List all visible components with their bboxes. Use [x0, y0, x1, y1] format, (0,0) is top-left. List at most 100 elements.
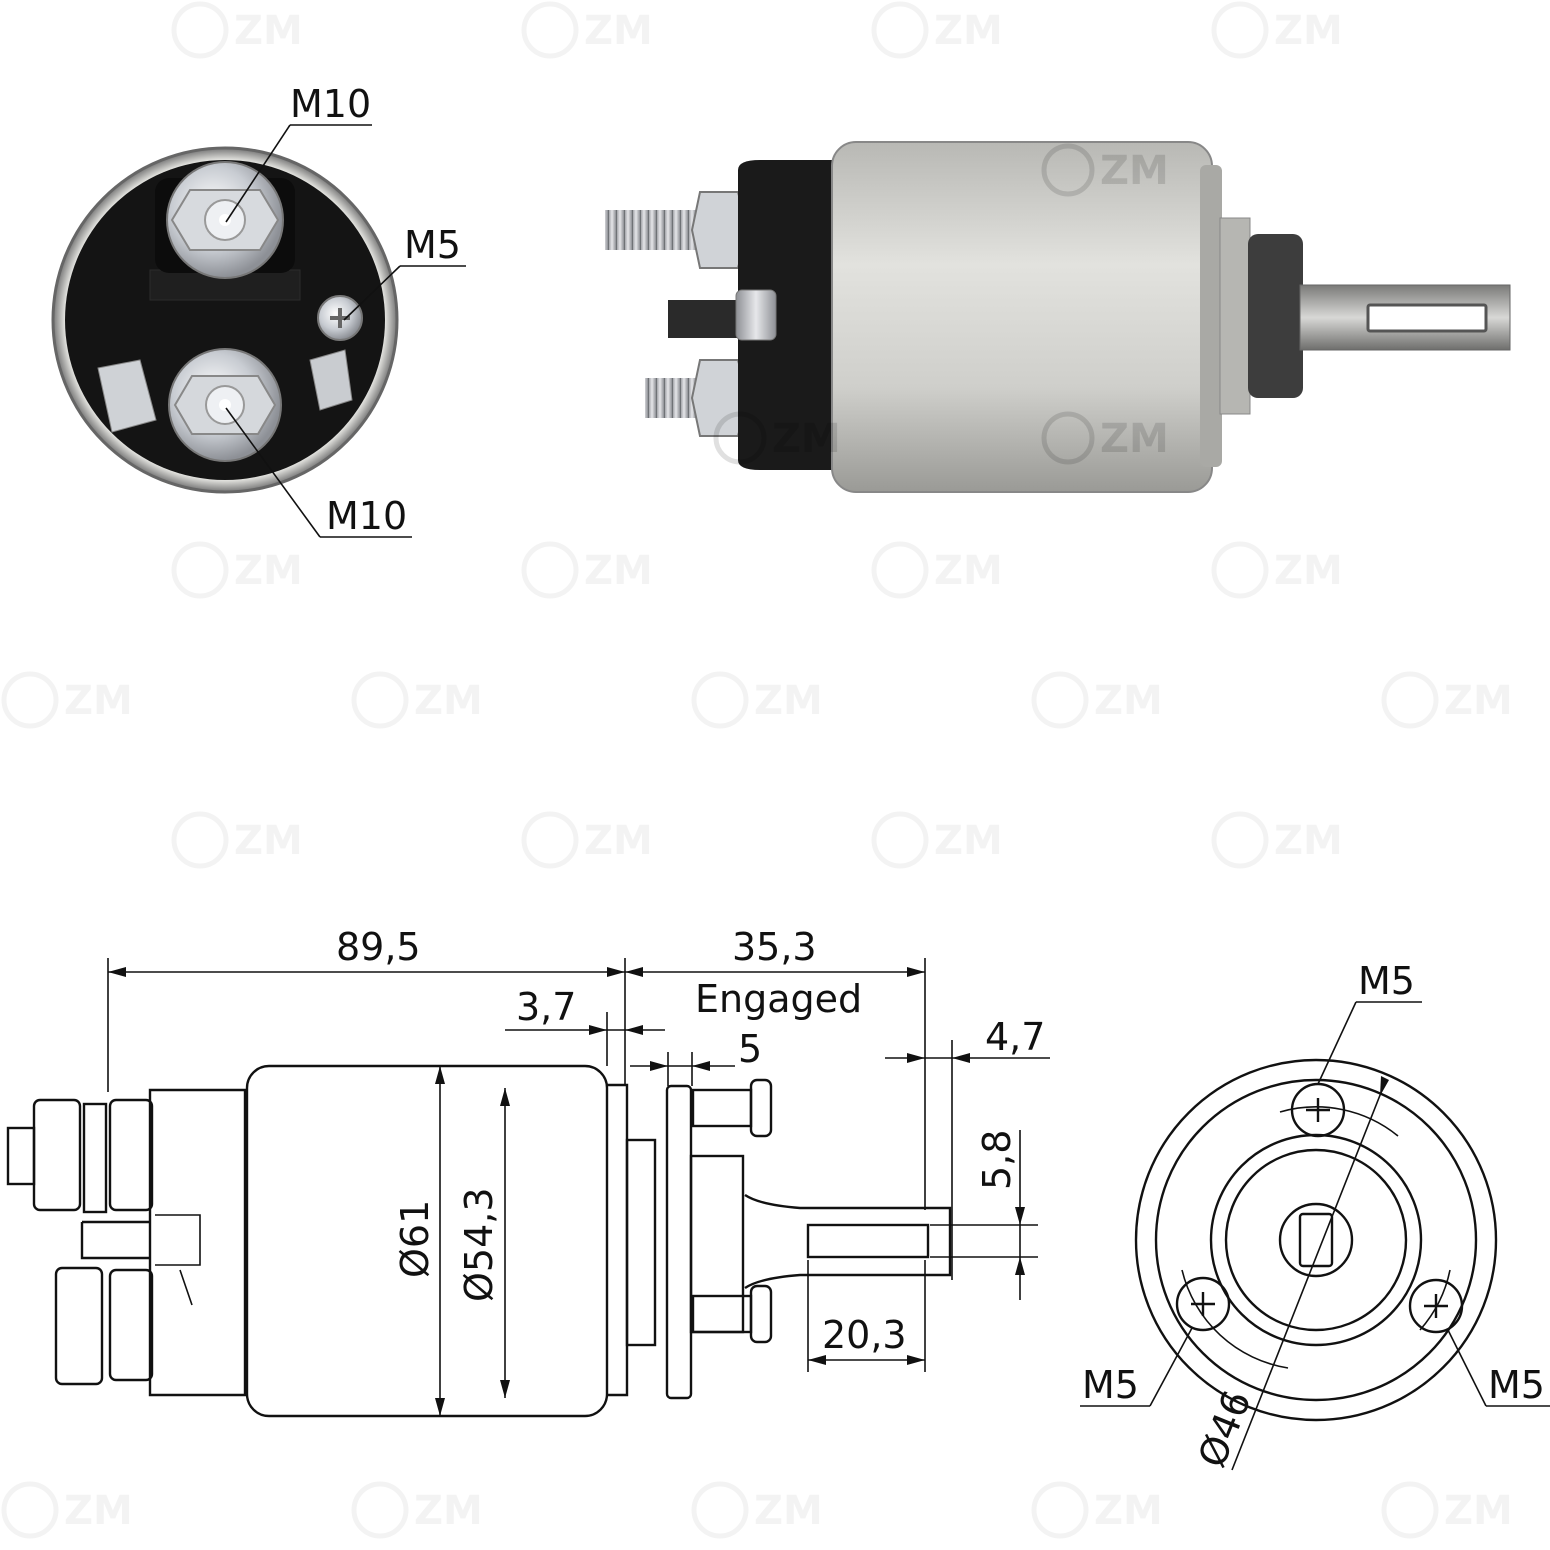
- watermark-emblem-icon: [1031, 1481, 1089, 1539]
- nose-step-2: [689, 1154, 745, 1334]
- watermark-emblem-icon: [1031, 671, 1089, 729]
- watermark-emblem-icon: [1, 1481, 59, 1539]
- watermark-emblem-icon: [871, 811, 929, 869]
- watermark: ZM: [351, 671, 483, 729]
- watermark: ZM: [1381, 671, 1513, 729]
- watermark: ZM: [1381, 1481, 1513, 1539]
- watermark-text: ZM: [234, 548, 303, 594]
- nose-step-1: [625, 1138, 657, 1347]
- watermark-emblem-icon: [521, 811, 579, 869]
- body-watermark: ZM: [713, 411, 841, 465]
- bottom-lug: [97, 359, 157, 433]
- watermark-text: ZM: [1444, 678, 1513, 724]
- upper-screw-thread: [691, 1088, 753, 1128]
- body-circle: [1154, 1078, 1478, 1402]
- dim-flange-thickness: 5: [738, 1027, 762, 1071]
- watermark-text: ZM: [1094, 1488, 1163, 1534]
- watermark-emblem-icon: [1211, 541, 1269, 599]
- boss-outer: [1209, 1133, 1423, 1347]
- watermark: ZM: [171, 1, 303, 59]
- watermark-text: ZM: [1444, 1488, 1513, 1534]
- black-cap: [738, 160, 840, 470]
- flange-plate: [665, 1084, 693, 1400]
- watermark-emblem-icon: [691, 1481, 749, 1539]
- dim-tip-offset: 4,7: [985, 1015, 1045, 1059]
- bolt-circle-arc: [1181, 1269, 1289, 1369]
- dim-slot-length: 20,3: [822, 1313, 907, 1357]
- small-terminal-label: M5: [404, 223, 461, 267]
- watermark-text: ZM: [584, 818, 653, 864]
- watermark-text: ZM: [754, 678, 823, 724]
- watermark-text: ZM: [64, 1488, 133, 1534]
- watermark-text: ZM: [934, 818, 1003, 864]
- watermark-text: ZM: [234, 818, 303, 864]
- dim-body-diameter: Ø61: [393, 1200, 437, 1278]
- small-terminal-tab: [80, 1220, 150, 1260]
- bolt-circle-diameter-label: Ø46: [1190, 1384, 1260, 1473]
- screw-left: [1175, 1276, 1231, 1332]
- dim-inner-diameter: Ø54,3: [457, 1187, 501, 1302]
- watermark-emblem-icon: [521, 1, 579, 59]
- watermark: ZM: [691, 1481, 823, 1539]
- nut-bottom-right: [108, 1268, 154, 1382]
- left-screw-leader: [1149, 1327, 1193, 1407]
- plunger-flat: [1298, 1212, 1334, 1268]
- arrow-icon: [589, 1025, 643, 1035]
- watermark: ZM: [1, 671, 133, 729]
- watermark-emblem-icon: [1381, 671, 1439, 729]
- drawing-side-view: 89,5 35,3 Engaged 3,7 5 4,7 5,8 20,3: [6, 925, 1050, 1418]
- small-terminal-screw: [735, 289, 777, 341]
- body-watermark: ZM: [1041, 143, 1169, 197]
- watermark-text: ZM: [1094, 678, 1163, 724]
- watermark-emblem-icon: [351, 1481, 409, 1539]
- stud-top: [6, 1126, 36, 1186]
- nut-top-left: [32, 1098, 82, 1212]
- bottom-stud-center: [219, 399, 231, 411]
- watermark: ZM: [1211, 541, 1343, 599]
- watermark-text: ZM: [934, 548, 1003, 594]
- right-screw-label: M5: [1488, 1363, 1545, 1407]
- watermark: ZM: [1031, 1481, 1163, 1539]
- boss-inner: [1224, 1148, 1408, 1332]
- watermark: ZM: [521, 1, 653, 59]
- watermark-emblem-icon: [1041, 411, 1095, 465]
- bottom-terminal-label: M10: [326, 494, 407, 538]
- watermark-text: ZM: [754, 1488, 823, 1534]
- watermark-emblem-icon: [171, 541, 229, 599]
- body-watermark: ZM: [1041, 411, 1169, 465]
- watermark-emblem-icon: [691, 671, 749, 729]
- top-terminal-leader: [225, 124, 291, 223]
- watermark-text: ZM: [64, 678, 133, 724]
- watermark: ZM: [171, 541, 303, 599]
- drawing-end-view: Ø46 M5 M5 M5: [1080, 959, 1550, 1473]
- shaft-circle: [1278, 1202, 1354, 1278]
- watermark: ZM: [171, 811, 303, 869]
- watermark: ZM: [871, 1, 1003, 59]
- watermark-emblem-icon: [1211, 1, 1269, 59]
- top-screw-leader: [1317, 1001, 1357, 1085]
- watermark-emblem-icon: [171, 811, 229, 869]
- watermark-emblem-icon: [1381, 1481, 1439, 1539]
- watermark-text: ZM: [584, 548, 653, 594]
- plunger-slot: [1366, 303, 1488, 333]
- watermark-emblem-icon: [351, 671, 409, 729]
- body-outline: [245, 1064, 609, 1418]
- body-end-ring: [1200, 165, 1222, 467]
- dim-slot-width: 5,8: [975, 1130, 1019, 1190]
- small-lug: [309, 349, 353, 411]
- screw-right-cross-icon: [1424, 1294, 1448, 1318]
- arrow-icon: [907, 1053, 970, 1063]
- bolt-circle-arc: [1279, 1106, 1399, 1137]
- dim-gap: 3,7: [516, 985, 576, 1029]
- watermark-emblem-icon: [521, 541, 579, 599]
- bottom-terminal: [97, 348, 282, 462]
- watermark-text: ZM: [584, 8, 653, 54]
- cap-detail: [155, 1214, 201, 1306]
- watermark-emblem-icon: [713, 411, 767, 465]
- nut-top-right: [108, 1098, 154, 1212]
- watermark: ZM: [691, 671, 823, 729]
- watermark: ZM: [351, 1481, 483, 1539]
- watermark: ZM: [521, 811, 653, 869]
- screw-right: [1408, 1278, 1464, 1334]
